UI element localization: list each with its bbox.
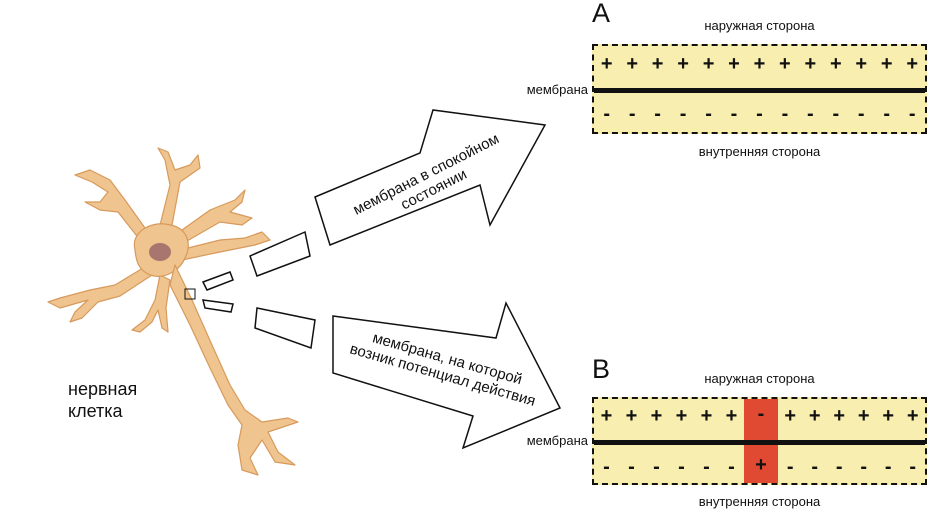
minus-sign: - bbox=[857, 103, 865, 125]
plus-sign: + bbox=[855, 53, 868, 75]
plus-sign: + bbox=[725, 405, 738, 427]
plus-sign: + bbox=[600, 405, 613, 427]
panel-b-membrane-label: мембрана bbox=[526, 433, 588, 448]
plus-sign: + bbox=[880, 53, 893, 75]
minus-sign: - bbox=[781, 103, 789, 125]
plus-sign: + bbox=[650, 405, 663, 427]
plus-sign: + bbox=[753, 53, 766, 75]
selection-box bbox=[184, 288, 196, 300]
minus-sign: - bbox=[884, 456, 892, 478]
plus-sign: + bbox=[625, 405, 638, 427]
plus-sign: + bbox=[857, 405, 870, 427]
axon bbox=[169, 264, 299, 476]
band-top-sign: - bbox=[757, 403, 765, 425]
panel-a-membrane: + + + + + + + + + + + + + - - - - - - - … bbox=[592, 44, 927, 134]
cell-label-line2: клетка bbox=[68, 401, 123, 421]
zoom-indicator bbox=[201, 230, 316, 350]
panel-a-letter: A bbox=[592, 0, 611, 28]
panel-a-inner-label: внутренняя сторона bbox=[698, 144, 821, 159]
panel-b-letter: B bbox=[592, 354, 611, 384]
minus-sign: - bbox=[860, 456, 868, 478]
neuron-illustration bbox=[47, 147, 299, 476]
dendrite bbox=[174, 189, 253, 246]
plus-sign: + bbox=[906, 405, 919, 427]
zoom-trapezoid-small-bottom bbox=[202, 299, 234, 313]
panel-a-membrane-line bbox=[594, 88, 925, 93]
zoom-trapezoid-large-bottom bbox=[254, 307, 316, 350]
cell-label: нервная клетка bbox=[68, 378, 137, 422]
plus-sign: + bbox=[600, 53, 613, 75]
minus-sign: - bbox=[603, 103, 611, 125]
band-bottom-sign: + bbox=[755, 454, 767, 476]
panel-b-top-signs-right: + + + + + + bbox=[778, 406, 925, 426]
dendrite bbox=[74, 169, 151, 241]
plus-sign: + bbox=[804, 53, 817, 75]
minus-sign: - bbox=[628, 103, 636, 125]
minus-sign: - bbox=[653, 456, 660, 478]
plus-sign: + bbox=[728, 53, 740, 75]
panel-b-inner-label: внутренняя сторона bbox=[698, 494, 821, 509]
arrow-bottom bbox=[332, 300, 562, 450]
minus-sign: - bbox=[811, 456, 819, 478]
plus-sign: + bbox=[784, 405, 797, 427]
minus-sign: - bbox=[678, 456, 685, 478]
dendrite bbox=[157, 147, 201, 226]
plus-sign: + bbox=[833, 405, 846, 427]
minus-sign: - bbox=[628, 456, 635, 478]
plus-sign: + bbox=[779, 53, 791, 75]
minus-sign: - bbox=[835, 456, 843, 478]
minus-sign: - bbox=[603, 456, 610, 478]
minus-sign: - bbox=[883, 103, 891, 125]
minus-sign: - bbox=[909, 456, 917, 478]
panel-b-bottom-signs-left: - - - - - - bbox=[594, 457, 744, 477]
minus-sign: - bbox=[654, 103, 661, 125]
panel-a-membrane-label: мембрана bbox=[526, 82, 588, 97]
minus-sign: - bbox=[807, 103, 814, 125]
panel-b-membrane-line bbox=[594, 440, 925, 445]
minus-sign: - bbox=[756, 103, 763, 125]
minus-sign: - bbox=[832, 103, 840, 125]
cell-label-line1: нервная bbox=[68, 379, 138, 399]
plus-sign: + bbox=[808, 405, 821, 427]
minus-sign: - bbox=[908, 103, 916, 125]
plus-sign: + bbox=[700, 405, 713, 427]
minus-sign: - bbox=[730, 103, 738, 125]
panel-b-outer-label: наружная сторона bbox=[704, 371, 815, 386]
panel-b-top-signs-left: + + + + + + bbox=[594, 406, 744, 426]
nucleus bbox=[149, 243, 171, 261]
arrow-top bbox=[314, 109, 547, 246]
dendrite bbox=[131, 274, 171, 333]
minus-sign: - bbox=[728, 456, 735, 478]
zoom-trapezoid-large-top bbox=[249, 230, 311, 277]
panel-b-bottom-signs-right: - - - - - - bbox=[778, 457, 925, 477]
plus-sign: + bbox=[626, 53, 639, 75]
minus-sign: - bbox=[705, 103, 712, 125]
minus-sign: - bbox=[786, 456, 794, 478]
minus-sign: - bbox=[679, 103, 687, 125]
plus-sign: + bbox=[675, 405, 688, 427]
minus-sign: - bbox=[703, 456, 710, 478]
plus-sign: + bbox=[702, 53, 715, 75]
dendrite bbox=[179, 231, 271, 261]
zoom-trapezoid-small-top bbox=[201, 271, 234, 291]
plus-sign: + bbox=[882, 405, 895, 427]
plus-sign: + bbox=[651, 53, 664, 75]
panel-a-bottom-signs: - - - - - - - - - - - - - bbox=[594, 104, 925, 124]
panel-a-top-signs: + + + + + + + + + + + + + bbox=[594, 54, 925, 74]
panel-a-outer-label: наружная сторона bbox=[704, 18, 815, 33]
dendrite bbox=[47, 264, 153, 323]
plus-sign: + bbox=[677, 53, 689, 75]
panel-b-membrane: + + + + + + + + + + + + - - - - - - - - … bbox=[592, 397, 927, 485]
plus-sign: + bbox=[829, 53, 842, 75]
plus-sign: + bbox=[906, 53, 918, 75]
